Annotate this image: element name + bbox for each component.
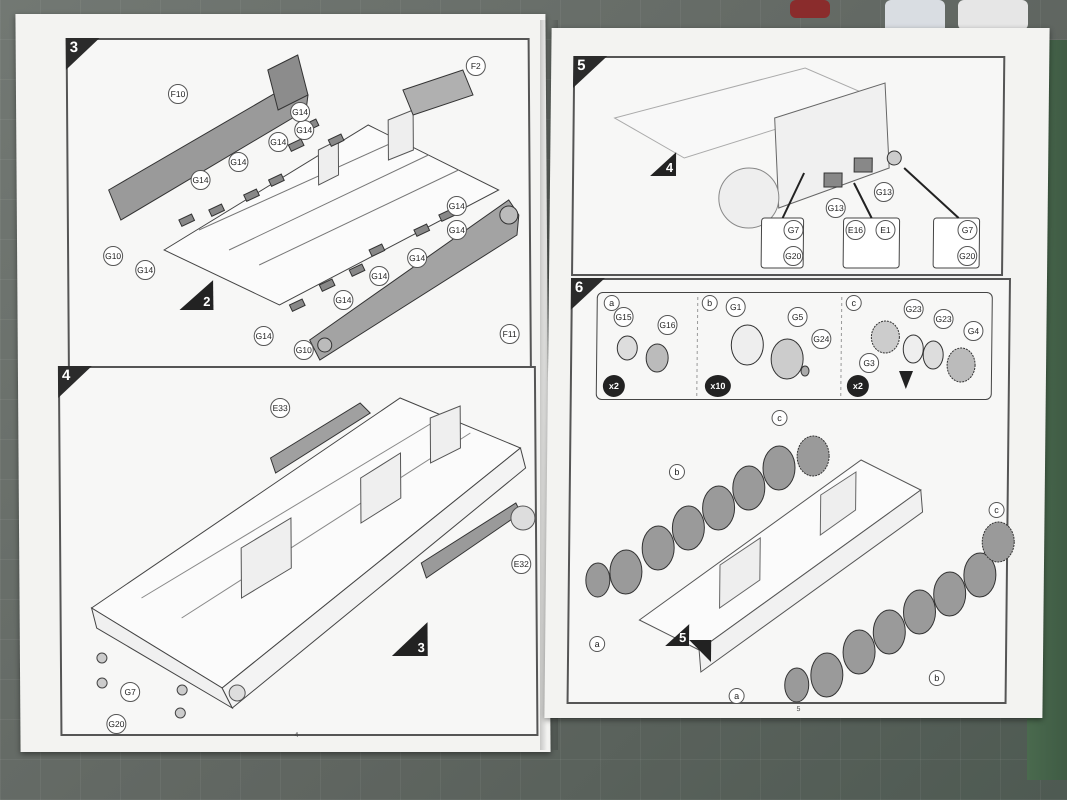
callout-letter: c	[988, 502, 1005, 518]
wheel-subassembly-drawing	[616, 297, 976, 397]
hull-rear-drawing	[613, 67, 981, 269]
instruction-page-left: 3	[15, 14, 551, 752]
part-label: G13	[825, 198, 846, 218]
part-label: G7	[957, 220, 978, 240]
instruction-page-right: 5 G13 G13 G7 G20 E16 E1 G7 G20 4 6	[544, 28, 1050, 718]
part-label: G14	[294, 120, 315, 140]
callout-letter: b	[928, 670, 945, 686]
part-label: G14	[135, 260, 156, 280]
part-label: E1	[875, 220, 896, 240]
part-label: G14	[446, 220, 468, 240]
step-4-panel: 4 E33 E32 G7 G20 3	[57, 366, 539, 736]
callout-letter: a	[589, 636, 606, 652]
part-label: G14	[253, 326, 274, 346]
part-label: G14	[446, 196, 467, 216]
part-label: G14	[228, 152, 249, 172]
hull-side-drawing	[108, 54, 520, 361]
part-label: G14	[369, 266, 390, 286]
part-label: F10	[167, 84, 189, 104]
callout-letter: b	[668, 464, 686, 480]
part-label: G7	[783, 220, 804, 240]
part-label: G10	[103, 246, 124, 266]
part-label: G7	[120, 682, 141, 702]
part-label: G20	[957, 246, 978, 266]
part-label: G20	[783, 246, 804, 266]
sub-assembly-box: a b c G15 G16 G1 G5 G24 G23 G23 G3 G4 x2…	[595, 292, 993, 400]
part-label: G20	[106, 714, 127, 734]
part-label: G14	[190, 170, 211, 190]
callout-letter: c	[771, 410, 788, 426]
part-label: E32	[511, 554, 532, 574]
part-label: E33	[270, 398, 291, 418]
part-label: G14	[290, 102, 311, 122]
step-5-panel: 5 G13 G13 G7 G20 E16 E1 G7 G20 4	[571, 56, 1006, 276]
page-number: 4	[294, 732, 299, 739]
part-label: F2	[465, 56, 486, 76]
part-label: G14	[407, 248, 428, 268]
paint-jar	[958, 0, 1028, 30]
part-label: E16	[845, 220, 866, 240]
part-label: G10	[293, 340, 314, 360]
hull-frame-drawing	[90, 397, 536, 719]
page-number: 5	[796, 706, 801, 713]
paint-jar	[790, 0, 830, 18]
part-label: G14	[268, 132, 289, 152]
running-gear-drawing	[585, 435, 1015, 703]
part-label: G14	[333, 290, 354, 310]
step-3-panel: 3	[65, 38, 532, 368]
step-6-panel: 6 a b c G15 G16 G1 G5 G2	[566, 278, 1015, 704]
part-label: G13	[873, 182, 895, 202]
callout-letter: a	[728, 688, 745, 704]
part-label: F11	[499, 324, 520, 344]
